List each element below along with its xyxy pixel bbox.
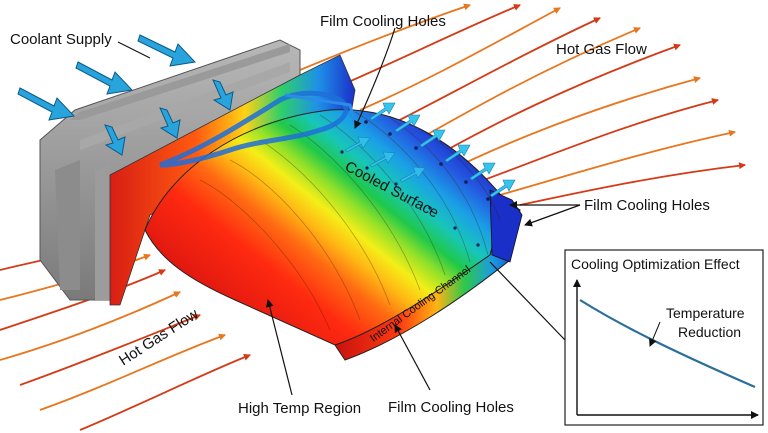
inset-curve-label-line1: Temperature (666, 305, 745, 321)
label-film-cooling-holes-bottom: Film Cooling Holes (388, 399, 514, 416)
blade-platform (39, 39, 301, 301)
label-coolant-supply: Coolant Supply (10, 31, 112, 48)
blade-leading-edge (489, 189, 523, 263)
inset-chart (564, 249, 764, 426)
film-cooling-holes (340, 120, 490, 247)
leader-lines (117, 27, 581, 396)
label-film-cooling-holes-top: Film Cooling Holes (320, 13, 446, 30)
coolant-supply-arrows (17, 34, 234, 156)
inset-title: Cooling Optimization Effect (571, 256, 740, 272)
inset-curve-label-line2: Reduction (678, 324, 742, 340)
internal-cooling-channel (159, 90, 357, 168)
label-film-cooling-holes-right: Film Cooling Holes (584, 197, 710, 214)
label-high-temp-region: High Temp Region (238, 400, 362, 417)
film-cooling-jets (344, 102, 516, 198)
curve-callout-line (649, 321, 661, 347)
label-hot-gas-flow-top: Hot Gas Flow (556, 41, 647, 58)
